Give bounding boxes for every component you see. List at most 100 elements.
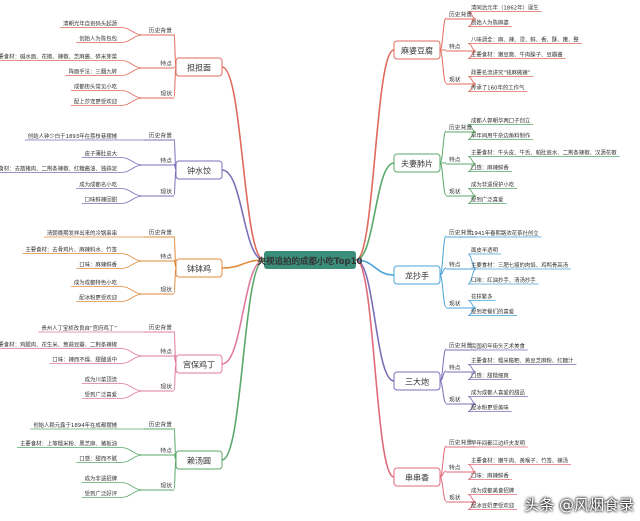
branch-4: 赖汤圆历史背景创始人赖元鑫于1894年在成都摆摊特点主要食材：上等糯米粉、黑芝麻…: [20, 421, 223, 498]
category-label: 历史背景: [449, 342, 472, 350]
category-label: 特点: [160, 348, 172, 356]
item-text: 传承了160年的工作气: [471, 84, 525, 92]
category-label: 历史背景: [149, 132, 172, 140]
category-label: 特点: [160, 253, 172, 261]
branch-link: [221, 169, 265, 261]
item-text: 创始人赖元鑫于1894年在成都摆摊: [33, 421, 117, 429]
item-text: 成为川菜顶流: [85, 376, 118, 384]
branch-link: [355, 259, 395, 478]
item-text: 成为成都人喜爱的甜品: [471, 389, 525, 397]
item-text: 清朝晚期发祥出来的冷锅串串: [47, 229, 117, 237]
category-link: [439, 17, 447, 51]
item-link: [467, 300, 477, 309]
item-text: 主要食材：去筋猪肉、二荆条辣椒、红糖酱油、独蒜泥: [0, 165, 118, 173]
branch-label: 担担面: [187, 63, 211, 73]
item-link: [119, 348, 145, 357]
item-link: [119, 447, 145, 456]
branch-node[interactable]: [175, 258, 223, 278]
item-text: 创始人为陈包包: [79, 35, 117, 43]
item-link: [119, 489, 145, 498]
item-text: 创始人钟少白于1893年在荔枝巷摆摊: [28, 132, 118, 140]
category-label: 现状: [449, 494, 461, 502]
item-link: [119, 253, 145, 262]
item-text: 配冰粉更受欢迎: [79, 294, 117, 302]
category-label: 现状: [449, 396, 461, 404]
category-label: 特点: [160, 447, 172, 455]
category-link: [439, 470, 447, 478]
category-label: 现状: [160, 90, 172, 98]
item-text: 成都街头常见小吃: [74, 83, 118, 91]
branch-0: 担担面历史背景清朝光年自贡码头起源创始人为陈包包特点主要食材：碱水面、花椒、辣椒…: [0, 20, 223, 106]
category-link: [439, 274, 447, 308]
item-link: [467, 396, 477, 405]
category-label: 历史背景: [149, 229, 172, 237]
branch-node[interactable]: [393, 467, 441, 487]
category-label: 历史背景: [149, 324, 172, 332]
item-link: [119, 482, 145, 491]
category-link: [439, 267, 447, 276]
branch-label: 龙抄手: [405, 271, 429, 281]
item-text: 主要食材：三肥七瘦的肉馅、鸡鸭骨高汤: [471, 261, 569, 269]
item-text: 成为成都美食招牌: [471, 487, 515, 495]
item-link: [119, 97, 145, 106]
branch-node[interactable]: [393, 153, 441, 173]
category-link: [439, 130, 447, 164]
center-title: 央视追拍的成都小吃Top10: [258, 256, 363, 267]
branch-node[interactable]: [393, 265, 441, 285]
branch-link: [355, 49, 395, 261]
item-link: [119, 27, 145, 36]
item-text: 受到老餐们的喜爱: [471, 308, 514, 316]
category-label: 特点: [160, 157, 172, 165]
item-text: 主要食材：去骨鸡片、麻辣料水、竹签: [25, 246, 117, 254]
item-link: [119, 390, 145, 399]
branch-link: [221, 259, 265, 365]
category-label: 历史背景: [149, 27, 172, 35]
branch-7: 龙抄手历史背景1941年春熙路浓花茶社创立特点面皮半透明主要食材：三肥七瘦的肉馅…: [393, 229, 569, 316]
item-link: [467, 268, 477, 285]
item-text: 主要食材：碱水面、花椒、辣椒、芝麻酱、碎米芽菜: [0, 53, 118, 61]
branch-8: 三大炮历史背景民国初年街头艺术美食特点主要食材：糯米糍粑、黄豆芝麻粉、红糖汁口感…: [393, 342, 574, 412]
branch-node[interactable]: [393, 371, 441, 391]
item-link: [119, 188, 145, 197]
category-label: 特点: [160, 60, 172, 68]
branch-link: [355, 162, 395, 261]
item-text: 阵面手法：三翻九转: [68, 68, 117, 76]
item-text: 主要食材：鸡腿肉、花生米、葱蒜豆瓣、二荆条辣椒: [0, 341, 118, 349]
branch-node[interactable]: [175, 450, 223, 470]
branch-label: 钟水饺: [187, 166, 211, 176]
category-label: 历史背景: [449, 124, 472, 132]
item-text: 口感：甜而不腻: [79, 455, 117, 463]
branch-2: 钵钵鸡历史背景清朝晚期发祥出来的冷锅串串特点主要食材：去骨鸡片、麻辣料水、竹签口…: [25, 229, 223, 302]
item-text: 口味：辣而不燥、甜酸适中: [52, 356, 117, 364]
category-link: [439, 476, 447, 502]
item-text: 受到广泛好评: [85, 490, 118, 498]
item-text: 面皮半透明: [471, 246, 498, 254]
item-link: [119, 157, 145, 166]
item-text: 受到广泛喜爱: [471, 196, 503, 204]
category-label: 现状: [449, 188, 461, 196]
item-text: 政要名流讲究“钱麻微辣”: [471, 69, 531, 77]
category-link: [439, 162, 447, 196]
item-link: [119, 195, 145, 204]
branch-label: 三大炮: [405, 377, 429, 387]
item-text: 主要食材：上等糯米粉、黑芝麻、猪板油: [20, 440, 117, 448]
item-text: 1941年春熙路浓花茶社创立: [471, 229, 539, 237]
branch-label: 钵钵鸡: [187, 264, 211, 274]
branch-link: [355, 259, 395, 382]
item-text: 主要食材：嫩豆腐、牛肉臊子、豆瓣酱: [471, 51, 563, 59]
center-node: 央视追拍的成都小吃Top10: [258, 251, 363, 269]
item-text: 口味鲜辣回甜: [85, 196, 118, 204]
branch-node[interactable]: [393, 40, 441, 60]
category-link: [439, 445, 447, 478]
branch-3: 宫保鸡丁历史背景贵州人丁宝桢改良自“宫府鸡丁”特点主要食材：鸡腿肉、花生米、葱蒜…: [0, 324, 223, 399]
item-text: 配冰粉更受美味: [471, 404, 509, 412]
item-text: 口感：麻辣鲜香: [471, 164, 509, 172]
branch-node[interactable]: [175, 160, 223, 180]
branch-node[interactable]: [175, 57, 223, 77]
branch-node[interactable]: [175, 354, 223, 374]
item-link: [119, 355, 145, 364]
branch-link: [355, 259, 395, 276]
category-label: 特点: [449, 261, 461, 269]
branch-5: 麻婆豆腐历史背景清同治元年（1862年）诞生创始人为陈麻婆特点八味调全：麻、辣、…: [393, 4, 579, 92]
category-label: 历史背景: [449, 439, 472, 447]
